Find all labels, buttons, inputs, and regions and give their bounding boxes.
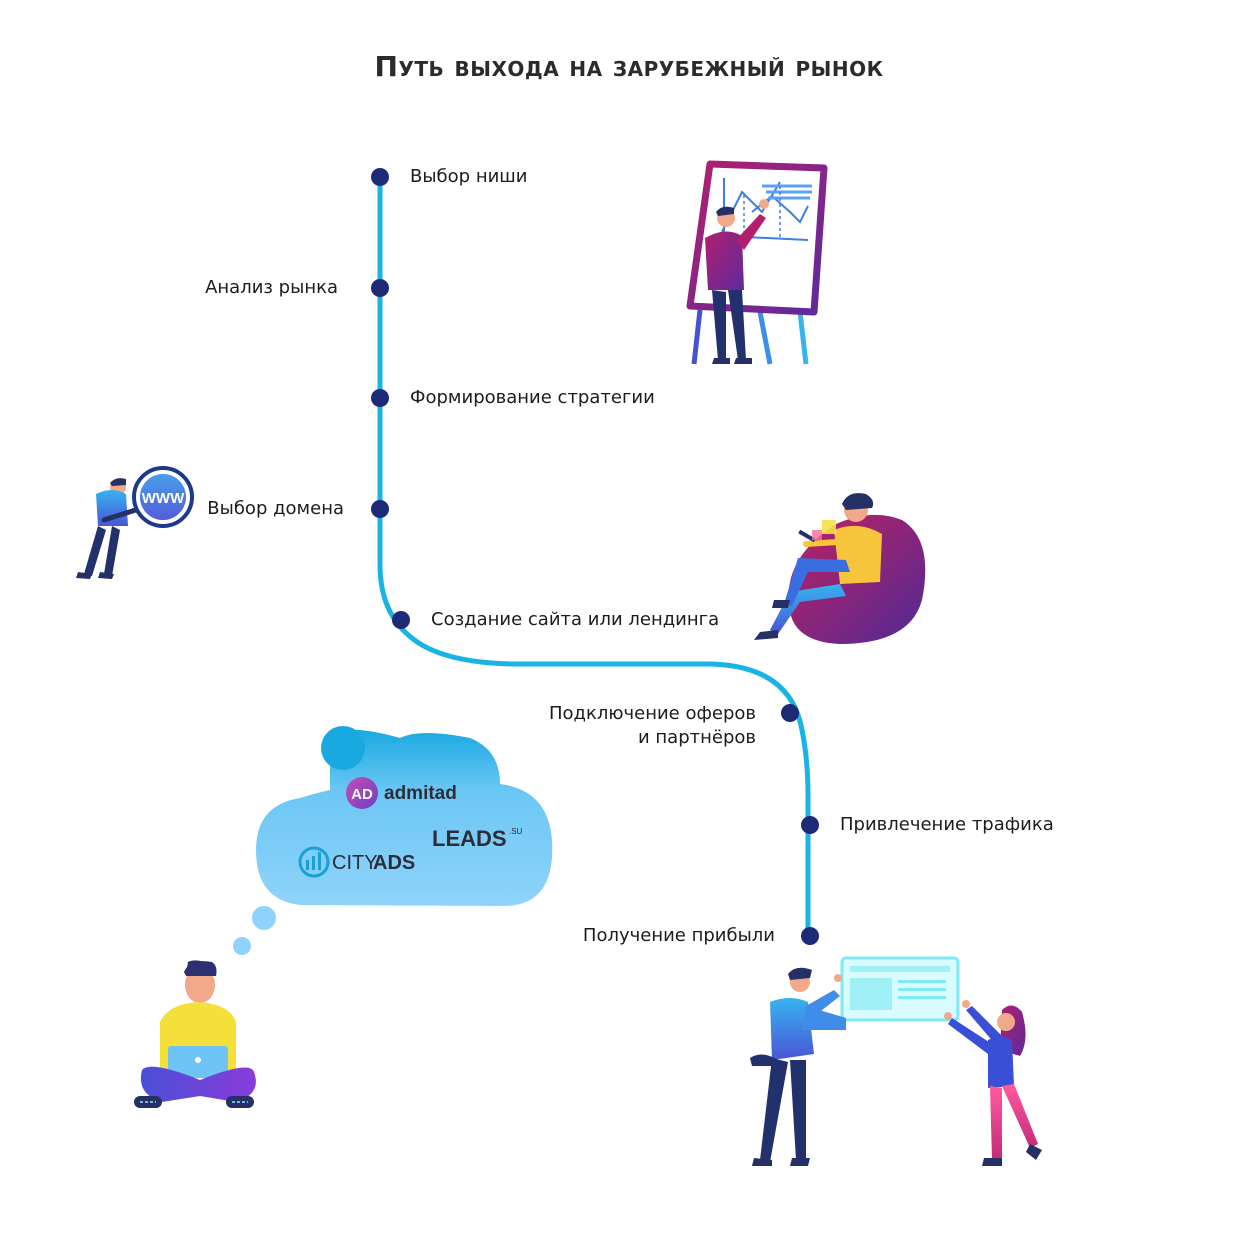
step-label-2: Анализ рынка	[205, 277, 338, 298]
person-with-laptop-icon	[134, 960, 256, 1108]
team-with-screen-icon	[750, 956, 1042, 1166]
step-label-4: Выбор домена	[207, 498, 344, 519]
admitad-logo: AD admitad	[346, 777, 457, 809]
magnifier-www-text: WWW	[142, 490, 185, 507]
cityads-name-light: CITY	[332, 852, 378, 874]
step-node-8	[801, 927, 819, 945]
page-title: Путь выхода на зарубежный рынок	[374, 50, 884, 83]
cityads-logo: CITY ADS	[298, 846, 415, 878]
step-label-8: Получение прибыли	[582, 925, 775, 946]
step-label-3: Формирование стратегии	[410, 387, 655, 408]
step-node-1	[371, 168, 389, 186]
step-label-6: Подключение оферов и партнёров	[548, 703, 756, 748]
step-node-6	[781, 704, 799, 722]
admitad-mark: AD	[351, 786, 373, 803]
leads-name: LEADS	[432, 826, 507, 851]
leads-logo: LEADS .SU	[432, 826, 523, 851]
presenter-at-flipchart-icon	[686, 160, 828, 365]
leads-suffix: .SU	[509, 827, 523, 836]
step-label-7: Привлечение трафика	[840, 814, 1054, 835]
step-label-5: Создание сайта или лендинга	[431, 609, 720, 630]
step-node-4	[371, 500, 389, 518]
person-with-magnifier-icon: WWW	[76, 466, 194, 579]
person-on-beanbag-icon	[754, 493, 926, 644]
cityads-name-bold: ADS	[373, 852, 415, 874]
step-node-3	[371, 389, 389, 407]
step-label-1: Выбор ниши	[410, 166, 528, 187]
step-node-2	[371, 279, 389, 297]
step-node-7	[801, 816, 819, 834]
admitad-name: admitad	[384, 783, 457, 804]
step-node-5	[392, 611, 410, 629]
partners-cloud: AD admitad LEADS .SU CITY ADS	[233, 726, 553, 955]
